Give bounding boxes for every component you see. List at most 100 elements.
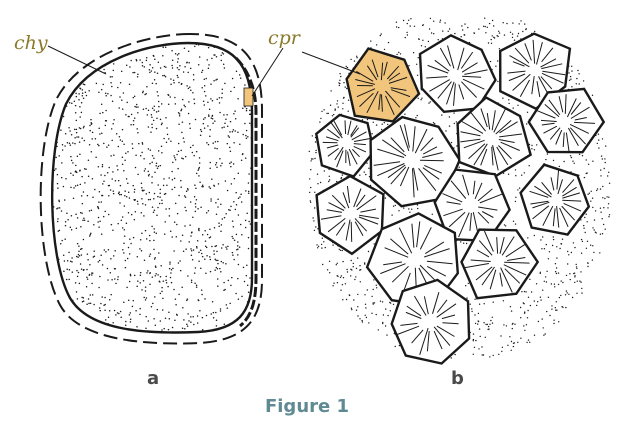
- prism-striation: [460, 138, 481, 143]
- chy-label: chy: [14, 32, 48, 54]
- prism-striation: [562, 192, 581, 199]
- prism-striation: [441, 314, 456, 320]
- prism-striation: [541, 122, 555, 126]
- prism-striation: [540, 119, 557, 122]
- prism-striation: [500, 141, 520, 151]
- prism-striation: [406, 305, 422, 317]
- prism-striation: [356, 195, 377, 211]
- prism-striation: [475, 266, 493, 281]
- prism-striation: [356, 70, 374, 82]
- prism-striation: [468, 143, 486, 160]
- cortical-layer: [234, 56, 258, 328]
- prism-striation: [411, 223, 415, 248]
- prism-striation: [335, 222, 346, 236]
- prism-striation: [457, 47, 465, 71]
- prism-striation: [439, 47, 451, 67]
- prism-striation: [414, 128, 428, 154]
- prism-striation: [541, 181, 552, 195]
- prism-striation: [493, 107, 507, 133]
- prism-striation: [353, 143, 366, 146]
- prism-striation: [557, 179, 563, 195]
- prism-striation: [499, 236, 505, 254]
- prism-striation: [331, 194, 346, 209]
- prism-striation: [378, 93, 381, 110]
- prism-striation: [353, 188, 362, 208]
- prism-striation: [416, 221, 421, 248]
- chymoplasm-stipple: [52, 43, 253, 333]
- cortical-prism-highlight: [243, 87, 254, 107]
- prism-striation: [508, 73, 526, 82]
- prism-striation: [542, 205, 554, 226]
- prism-striation: [402, 272, 411, 293]
- cpr-leader-line: [251, 47, 284, 97]
- prism-striation: [543, 125, 558, 134]
- prism-striation: [524, 43, 532, 61]
- prism-striation: [453, 83, 456, 106]
- prism-striation: [469, 212, 472, 231]
- prism-striation: [353, 145, 367, 153]
- cortical-prism: [315, 174, 385, 256]
- prism-striation: [358, 216, 379, 225]
- prism-striation: [396, 325, 420, 336]
- prism-striation: [443, 208, 463, 217]
- prism-striation: [355, 194, 366, 207]
- prism-striation: [342, 192, 350, 209]
- prism-striation: [537, 110, 556, 119]
- prism-striation: [420, 137, 434, 152]
- prism-striation: [550, 177, 555, 191]
- prism-striation: [426, 260, 453, 265]
- prism-striation: [507, 257, 526, 261]
- prism-striation: [388, 76, 408, 84]
- prism-striation: [346, 185, 351, 204]
- prism-striation: [327, 147, 339, 157]
- prism-striation: [411, 329, 424, 344]
- prism-striation: [412, 126, 416, 152]
- prism-striation: [496, 237, 499, 254]
- prism-striation: [491, 146, 494, 166]
- prism-striation: [498, 145, 512, 160]
- prism-striation: [461, 62, 478, 73]
- prism-striation: [480, 108, 488, 128]
- prism-striation: [532, 39, 536, 64]
- prism-striation: [423, 296, 429, 315]
- prism-striation: [483, 230, 494, 252]
- prism-striation: [336, 150, 344, 168]
- cortical-prism: [314, 113, 376, 178]
- prism-striation: [503, 264, 527, 276]
- prism-striation: [442, 322, 459, 325]
- prism-striation: [330, 121, 343, 139]
- prism-striation: [381, 94, 383, 112]
- prism-striation: [464, 263, 489, 269]
- prism-striation: [380, 62, 384, 81]
- prism-striation: [377, 148, 405, 158]
- prism-striation: [436, 303, 457, 318]
- prism-striation: [514, 47, 530, 64]
- prism-striation: [574, 117, 587, 121]
- prism-striation: [412, 168, 415, 198]
- prism-striation: [499, 133, 522, 138]
- prism-striation: [366, 65, 378, 81]
- prism-striation: [385, 95, 395, 116]
- prism-striation: [437, 81, 452, 99]
- prism-striation: [495, 120, 512, 135]
- prism-striation: [529, 190, 549, 198]
- prism-striation: [496, 146, 509, 166]
- prism-striation: [386, 65, 400, 80]
- prism-striation: [462, 75, 482, 78]
- prism-striation: [424, 248, 450, 258]
- panel-a-drawing: [39, 32, 284, 345]
- prism-striation: [512, 73, 531, 91]
- prism-striation: [422, 152, 443, 158]
- prism-striation: [498, 139, 515, 143]
- prism-striation: [538, 76, 548, 93]
- prism-striation: [390, 137, 405, 153]
- prism-striation: [419, 227, 432, 250]
- prism-striation: [561, 205, 576, 221]
- prism-striation: [505, 243, 526, 258]
- prism-striation: [354, 221, 364, 236]
- prism-striation: [351, 131, 367, 141]
- prism-striation: [425, 241, 445, 255]
- prism-striation: [348, 148, 358, 165]
- prism-striation: [448, 211, 466, 228]
- prism-striation: [548, 99, 561, 115]
